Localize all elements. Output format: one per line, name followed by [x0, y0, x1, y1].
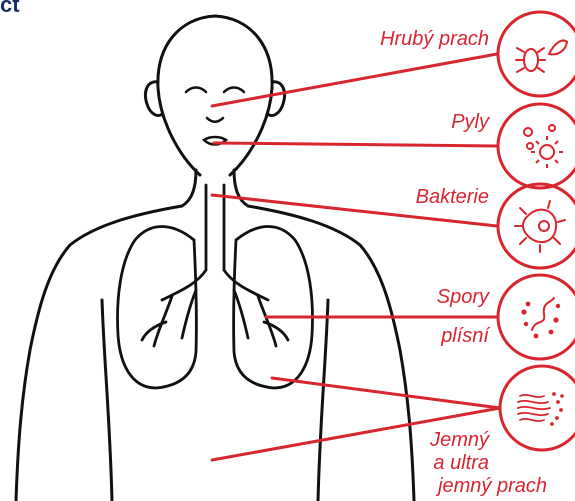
label-mold-spores-line1: Spory	[437, 286, 489, 308]
pollen-icon	[524, 125, 563, 168]
fine-particles-icon	[518, 393, 563, 425]
pollen-icon-circle	[498, 104, 575, 188]
label-fine-dust-line3: jemný prach	[438, 475, 547, 497]
human-silhouette	[16, 16, 414, 501]
label-mold-spores-line2: plísní	[441, 325, 489, 347]
dust-mite-icon	[516, 41, 567, 73]
label-bacteria: Bakterie	[416, 186, 489, 208]
label-fine-dust-line2: a ultra	[433, 452, 489, 474]
bacterium-icon	[515, 201, 565, 252]
bacterium-icon-circle	[498, 184, 575, 268]
label-coarse-dust: Hrubý prach	[380, 28, 489, 50]
face-features	[186, 88, 244, 145]
label-pollen: Pyly	[451, 111, 489, 133]
mold-spores-icon-circle	[498, 275, 575, 359]
label-fine-dust-line1: Jemný	[430, 429, 489, 451]
mold-spores-icon	[522, 298, 559, 337]
lungs	[118, 185, 313, 388]
